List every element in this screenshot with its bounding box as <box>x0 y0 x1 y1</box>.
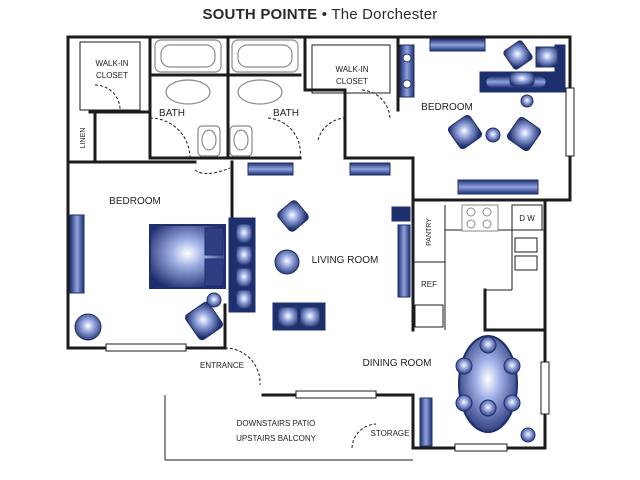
furniture <box>69 38 566 447</box>
label-walk-in-closet-right-1: WALK-IN <box>335 65 368 74</box>
side-table-left <box>206 292 222 308</box>
bath-fixtures <box>154 39 299 157</box>
title-separator: • <box>321 6 328 23</box>
desk-chair-right <box>520 94 534 108</box>
label-dishwasher: D W <box>519 214 535 223</box>
label-dining-room: DINING ROOM <box>363 358 432 369</box>
dresser-right-bottom <box>457 179 539 195</box>
chair-living <box>277 200 309 232</box>
label-pantry: PANTRY <box>426 218 433 246</box>
kitchen-stove <box>461 204 499 232</box>
plan-title: SOUTH POINTE • The Dorchester <box>0 6 640 23</box>
walls <box>66 35 572 450</box>
label-patio-1: DOWNSTAIRS PATIO <box>237 419 316 428</box>
plant-dining <box>520 427 536 443</box>
label-walk-in-closet-right-2: CLOSET <box>336 77 368 86</box>
coffee-table-living <box>274 249 300 275</box>
label-storage: STORAGE <box>371 429 410 438</box>
chair-right-b <box>506 116 542 152</box>
door-swings <box>94 84 391 449</box>
nightstand-right <box>399 44 415 98</box>
dresser-left <box>69 214 85 294</box>
label-bedroom-right: BEDROOM <box>421 102 473 113</box>
dining-table <box>458 335 518 433</box>
label-refrigerator: REF <box>421 280 437 289</box>
chair-right-a <box>447 114 483 150</box>
storage-cabinet <box>419 397 433 447</box>
chair-left-lounge <box>184 301 224 341</box>
windows <box>105 87 575 452</box>
bench-top-left <box>247 162 294 176</box>
dresser-right-top <box>429 38 486 52</box>
property-name: SOUTH POINTE <box>202 6 318 23</box>
label-living-room: LIVING ROOM <box>312 255 379 266</box>
label-walk-in-closet-left-1: WALK-IN <box>95 59 128 68</box>
tv-cabinet <box>397 224 411 298</box>
chair-right-top <box>503 40 533 70</box>
room-labels: WALK-IN CLOSET WALK-IN CLOSET BATH BATH … <box>80 59 535 443</box>
label-patio-2: UPSTAIRS BALCONY <box>236 434 317 443</box>
side-table-right <box>485 127 501 143</box>
chair-left-round <box>74 313 102 341</box>
label-bath-left: BATH <box>159 108 185 119</box>
plan-name: The Dorchester <box>331 6 438 23</box>
label-entrance: ENTRANCE <box>200 361 244 370</box>
label-bedroom-left: BEDROOM <box>109 196 161 207</box>
label-bath-right: BATH <box>273 108 299 119</box>
label-linen: LINEN <box>80 128 87 149</box>
label-walk-in-closet-left-2: CLOSET <box>96 71 128 80</box>
bench-top-right <box>349 162 391 176</box>
